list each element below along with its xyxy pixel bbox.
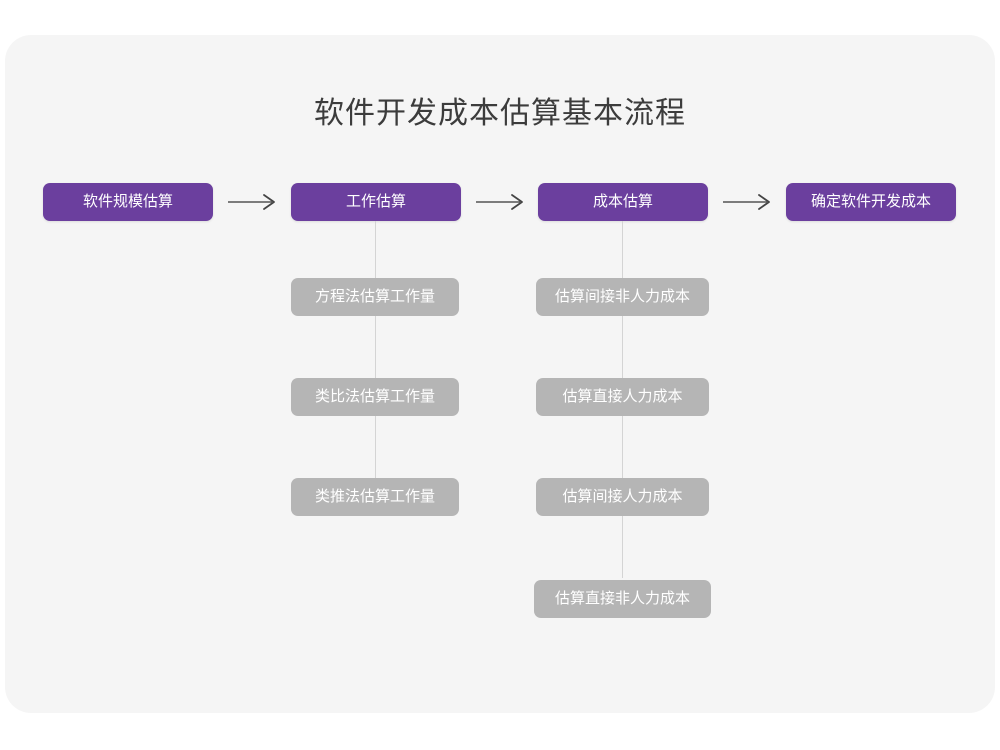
sub-box-stage2-2[interactable]: 类比法估算工作量 bbox=[291, 378, 459, 416]
page-title: 软件开发成本估算基本流程 bbox=[314, 97, 686, 130]
connector-stage3-sub1-sub2 bbox=[622, 316, 623, 378]
connector-stage3-sub1 bbox=[622, 221, 623, 278]
connector-stage3-sub3-sub4 bbox=[622, 516, 623, 578]
connector-stage2-sub1 bbox=[375, 221, 376, 278]
sub-box-stage2-1[interactable]: 方程法估算工作量 bbox=[291, 278, 459, 316]
arrow-right-icon-3 bbox=[723, 192, 773, 212]
connector-stage3-sub2-sub3 bbox=[622, 416, 623, 478]
stage-box-2[interactable]: 工作估算 bbox=[291, 183, 461, 221]
stage-box-1[interactable]: 软件规模估算 bbox=[43, 183, 213, 221]
sub-box-stage3-2[interactable]: 估算直接人力成本 bbox=[536, 378, 709, 416]
connector-stage2-sub2-sub3 bbox=[375, 416, 376, 478]
diagram-card-background bbox=[5, 35, 995, 713]
stage-box-3[interactable]: 成本估算 bbox=[538, 183, 708, 221]
sub-box-stage3-4[interactable]: 估算直接非人力成本 bbox=[534, 580, 711, 618]
sub-box-stage3-1[interactable]: 估算间接非人力成本 bbox=[536, 278, 709, 316]
sub-box-stage3-3[interactable]: 估算间接人力成本 bbox=[536, 478, 709, 516]
stage-box-4[interactable]: 确定软件开发成本 bbox=[786, 183, 956, 221]
connector-stage2-sub1-sub2 bbox=[375, 316, 376, 378]
sub-box-stage2-3[interactable]: 类推法估算工作量 bbox=[291, 478, 459, 516]
arrow-right-icon-2 bbox=[476, 192, 526, 212]
arrow-right-icon-1 bbox=[228, 192, 278, 212]
